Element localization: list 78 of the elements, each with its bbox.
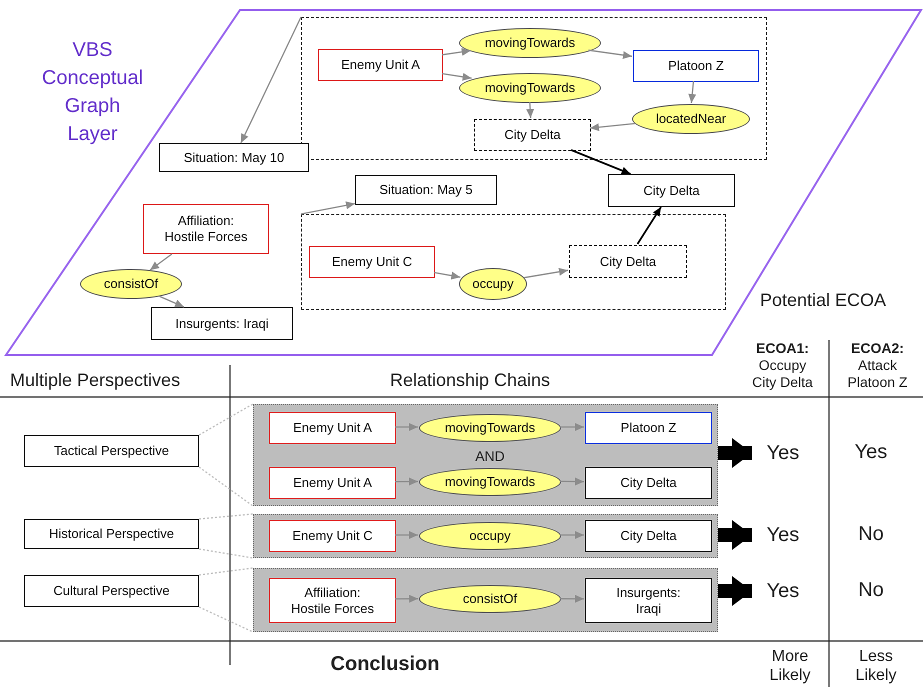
conjunction-text: AND (474, 448, 506, 465)
relation-ellipse: movingTowards (419, 414, 561, 442)
dashed-group-box (301, 214, 726, 310)
arrow (636, 206, 662, 244)
relation-ellipse: movingTowards (459, 73, 601, 103)
block-arrow (718, 576, 752, 606)
relation-ellipse: occupy (419, 522, 561, 550)
concept-box: Enemy Unit C (309, 246, 435, 278)
chain-panel (253, 568, 718, 632)
arrow (524, 268, 568, 278)
concept-box: Platoon Z (585, 412, 712, 444)
arrow (560, 594, 584, 603)
concept-box: Situation: May 10 (159, 143, 309, 172)
column-header: Relationship Chains (388, 370, 552, 392)
arrow (442, 48, 471, 56)
concept-box: Insurgents: Iraqi (585, 578, 712, 623)
relation-ellipse: consistOf (80, 269, 182, 299)
concept-box: City Delta (585, 520, 712, 552)
result-text: No (857, 522, 885, 546)
arrow (442, 72, 472, 81)
relation-ellipse: movingTowards (459, 28, 601, 58)
arrow (395, 478, 418, 486)
column-header: ECOA1: Occupy City Delta (751, 340, 814, 390)
relation-ellipse: occupy (459, 268, 527, 300)
result-text: No (857, 578, 885, 602)
footer-heading: Conclusion (330, 652, 440, 676)
concept-box: Affiliation: Hostile Forces (269, 578, 396, 623)
concept-box: Affiliation: Hostile Forces (143, 204, 269, 254)
concept-box: Insurgents: Iraqi (151, 307, 293, 340)
arrow (300, 201, 356, 215)
relation-ellipse: locatedNear (632, 104, 750, 134)
layer-heading: VBS Conceptual Graph Layer (40, 38, 144, 147)
arrow (526, 102, 534, 118)
arrow (560, 423, 584, 431)
column-header: ECOA2: Attack Platoon Z (846, 340, 908, 390)
relation-ellipse: movingTowards (419, 468, 561, 496)
concept-box: Enemy Unit C (269, 520, 396, 552)
arrow (560, 478, 584, 486)
block-arrow (718, 520, 752, 550)
arrow (395, 594, 418, 603)
connector-line (198, 567, 254, 633)
section-heading: Potential ECOA (760, 290, 888, 312)
arrow (434, 272, 460, 280)
concept-box: Enemy Unit A (318, 49, 443, 81)
arrow (688, 80, 696, 104)
perspective-box: Historical Perspective (24, 519, 199, 549)
relation-ellipse: consistOf (419, 585, 561, 613)
perspective-box: Cultural Perspective (24, 575, 199, 607)
chain-panel (253, 404, 718, 506)
result-text: Yes (752, 522, 814, 548)
concept-box: Platoon Z (633, 50, 759, 82)
arrow (150, 253, 172, 271)
block-arrow (718, 438, 752, 468)
connector-line (198, 513, 254, 559)
arrow (560, 531, 584, 539)
concept-box: Situation: May 5 (355, 175, 497, 205)
concept-box: City Delta (474, 119, 591, 151)
perspective-box: Tactical Perspective (24, 435, 199, 467)
dashed-group-box (301, 17, 767, 160)
concept-box: City Delta (608, 174, 735, 207)
concept-box: City Delta (585, 467, 712, 499)
connector-line (198, 403, 254, 507)
concept-box: Enemy Unit A (269, 412, 396, 444)
arrow (395, 531, 418, 539)
chain-panel (253, 514, 718, 558)
arrow (590, 122, 636, 132)
concept-box: Enemy Unit A (269, 467, 396, 499)
arrow (240, 16, 302, 144)
result-text: Yes (854, 440, 888, 464)
likelihood-text: Less Likely (854, 647, 898, 686)
arrow (588, 50, 632, 60)
column-header: Multiple Perspectives (10, 370, 182, 392)
result-text: Yes (752, 578, 814, 604)
likelihood-text: More Likely (768, 647, 812, 686)
arrow (159, 296, 184, 308)
concept-box: City Delta (569, 245, 687, 278)
arrow (395, 423, 418, 431)
result-text: Yes (752, 440, 814, 466)
